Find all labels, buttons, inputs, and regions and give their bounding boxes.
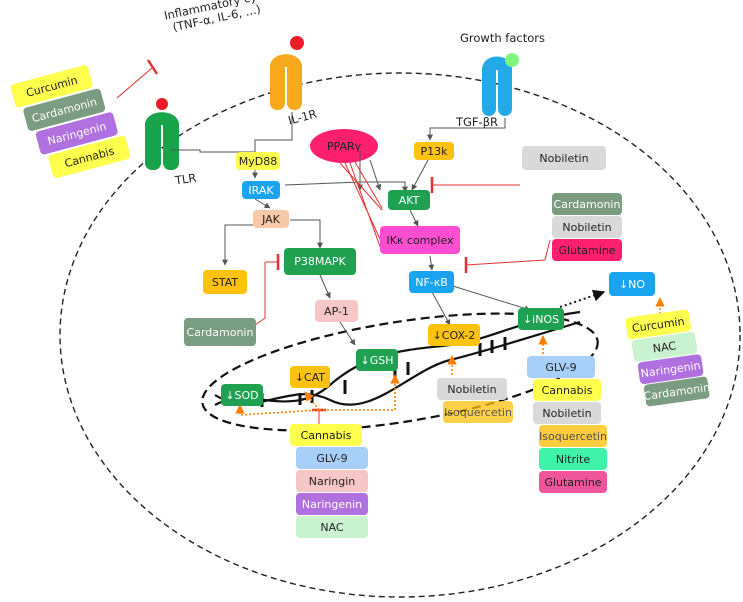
cat-node: ↓CAT [290, 366, 330, 388]
no-inhibitor-stack: Curcumin NAC Naringenin Cardamonin [625, 308, 711, 408]
antioxidant-glv9: GLV-9 [296, 447, 368, 469]
gsh-node: ↓GSH [356, 349, 398, 371]
il1r-receptor [270, 36, 304, 110]
dotted-arrow-to-no [559, 289, 606, 308]
ppar-node [310, 129, 378, 163]
tgf-br-label: TGF-βR [456, 115, 499, 129]
ppar-inhibition-lines [339, 161, 386, 253]
sod-node: ↓SOD [221, 384, 263, 406]
inhibition-lines [116, 59, 551, 425]
p13k-node: P13k [414, 142, 454, 160]
antioxidant-naringin: Naringin [296, 470, 368, 492]
nfkb-inhibitor-glutamine: Glutamine [552, 239, 622, 261]
inos-inhibitor-stack: GLV-9 Cannabis Nobiletin Isoquercetin Ni… [527, 356, 607, 493]
nfkb-inhibitor-nobiletin: Nobiletin [552, 216, 622, 238]
tgf-br-receptor [482, 53, 519, 116]
nfkb-node: NF-κB [409, 271, 454, 293]
antioxidant-inhibitor-stack: Cannabis GLV-9 Naringin Naringenin NAC [290, 424, 368, 538]
akt-nobiletin: Nobiletin [522, 146, 606, 170]
tlr-receptor [145, 98, 179, 170]
ikk-node: IKκ complex [380, 226, 460, 254]
inos-inhibitor-nobiletin: Nobiletin [533, 402, 601, 424]
inos-inhibitor-glutamine: Glutamine [539, 471, 607, 493]
akt-node: AKT [388, 190, 430, 210]
inos-inhibitor-nitrite: Nitrite [539, 448, 607, 470]
ppar-label: PPARγ [326, 139, 362, 153]
antioxidant-cannabis: Cannabis [290, 424, 362, 446]
jak-node: JAK [253, 210, 289, 228]
cell-membrane [59, 72, 741, 598]
nucleus-outline [201, 312, 599, 432]
irak-node: IRAK [242, 181, 280, 199]
no-node: ↓NO [609, 272, 655, 296]
antioxidant-nac: NAC [296, 516, 368, 538]
nfkb-inhibitor-stack: Cardamonin Nobiletin Glutamine [552, 193, 622, 261]
p38-inhibitor-cardamonin: Cardamonin [184, 318, 256, 346]
growth-factors-label: Growth factors [460, 31, 545, 45]
ap1-node: AP-1 [315, 300, 358, 322]
cox2-node: ↓COX-2 [428, 324, 480, 346]
antioxidant-naringenin: Naringenin [296, 493, 368, 515]
stat-node: STAT [203, 270, 247, 294]
inos-node: ↓iNOS [518, 308, 564, 330]
inos-inhibitor-cannabis: Cannabis [533, 379, 601, 401]
signaling-connectors [170, 112, 531, 346]
cox2-inhibitor-nobiletin: Nobiletin [437, 378, 507, 400]
myd88-node: MyD88 [236, 152, 280, 170]
inos-inhibitor-glv9: GLV-9 [527, 356, 595, 378]
nfkb-inhibitor-cardamonin: Cardamonin [552, 193, 622, 215]
cox2-inhibitor-stack: Nobiletin Isoquercetin [437, 378, 513, 423]
p38mapk-node: P38MAPK [284, 248, 356, 275]
inos-inhibitor-isoquercetin: Isoquercetin [539, 425, 607, 447]
activation-arrows [235, 297, 665, 416]
cox2-inhibitor-isoquercetin: Isoquercetin [443, 401, 513, 423]
